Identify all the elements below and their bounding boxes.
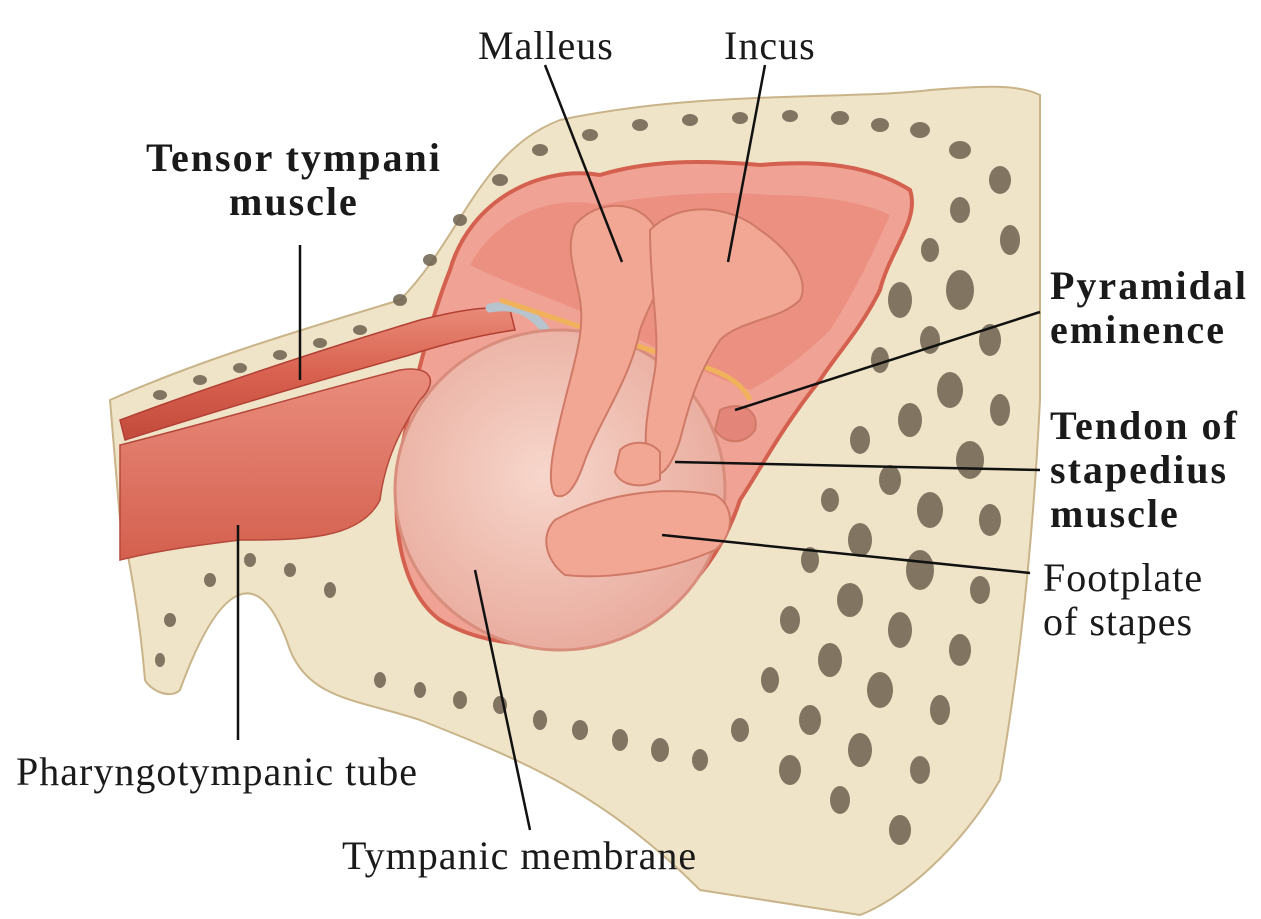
label-tympanic-membrane: Tympanic membrane <box>342 834 697 878</box>
label-pyramidal-eminence: Pyramidal eminence <box>1050 264 1248 352</box>
label-pyramidal-line2: eminence <box>1050 308 1248 352</box>
label-incus: Incus <box>724 24 816 68</box>
pyramidal-eminence <box>715 406 756 441</box>
label-footplate-line1: Footplate <box>1043 556 1203 600</box>
label-pharyngotympanic-tube: Pharyngotympanic tube <box>16 750 418 794</box>
label-stapedius-line2: stapedius <box>1050 448 1239 492</box>
label-tensor-tympani: Tensor tympani muscle <box>146 136 442 224</box>
label-footplate-line2: of stapes <box>1043 600 1203 644</box>
label-malleus: Malleus <box>478 24 614 68</box>
label-stapedius-tendon: Tendon of stapedius muscle <box>1050 404 1239 536</box>
stapes <box>615 443 660 486</box>
label-pyramidal-line1: Pyramidal <box>1050 264 1248 308</box>
label-tensor-tympani-line2: muscle <box>146 180 442 224</box>
label-tensor-tympani-line1: Tensor tympani <box>146 136 442 180</box>
label-stapedius-line3: muscle <box>1050 492 1239 536</box>
label-stapedius-line1: Tendon of <box>1050 404 1239 448</box>
label-footplate: Footplate of stapes <box>1043 556 1203 644</box>
